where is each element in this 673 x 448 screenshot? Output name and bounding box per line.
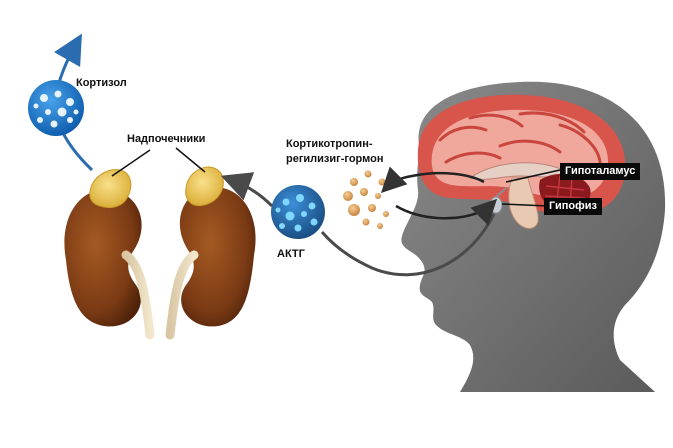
acth-label: АКТГ — [277, 248, 305, 260]
acth-to-adrenal-arrow — [220, 172, 274, 208]
hypothalamus-leader — [505, 169, 561, 183]
pituitary-to-acth-arrow — [320, 213, 496, 277]
hypothalamus-label: Гипоталамус — [560, 163, 641, 180]
adrenal-gland-left — [89, 169, 132, 209]
adrenals-leader-right — [175, 147, 206, 173]
kidney-left — [64, 189, 155, 340]
kidney-right — [165, 187, 256, 340]
pituitary-leader — [501, 203, 549, 207]
crh-label-line2: регилизиг-гормон — [286, 153, 384, 165]
acth-molecule — [271, 185, 325, 239]
crh-label-line1: Кортикотропин- — [286, 138, 373, 150]
adrenals-label: Надпочечники — [127, 133, 206, 145]
crh-to-pituitary-arrow — [395, 198, 498, 226]
cortisol-label: Кортизол — [76, 77, 127, 89]
cortisol-molecule — [28, 80, 84, 136]
hypothalamus-to-crh-arrow — [380, 166, 485, 194]
crh-molecules — [343, 170, 389, 229]
adrenals-leader-left — [111, 149, 151, 177]
pituitary-label: Гипофиз — [544, 198, 602, 215]
adrenal-gland-right — [185, 166, 224, 207]
